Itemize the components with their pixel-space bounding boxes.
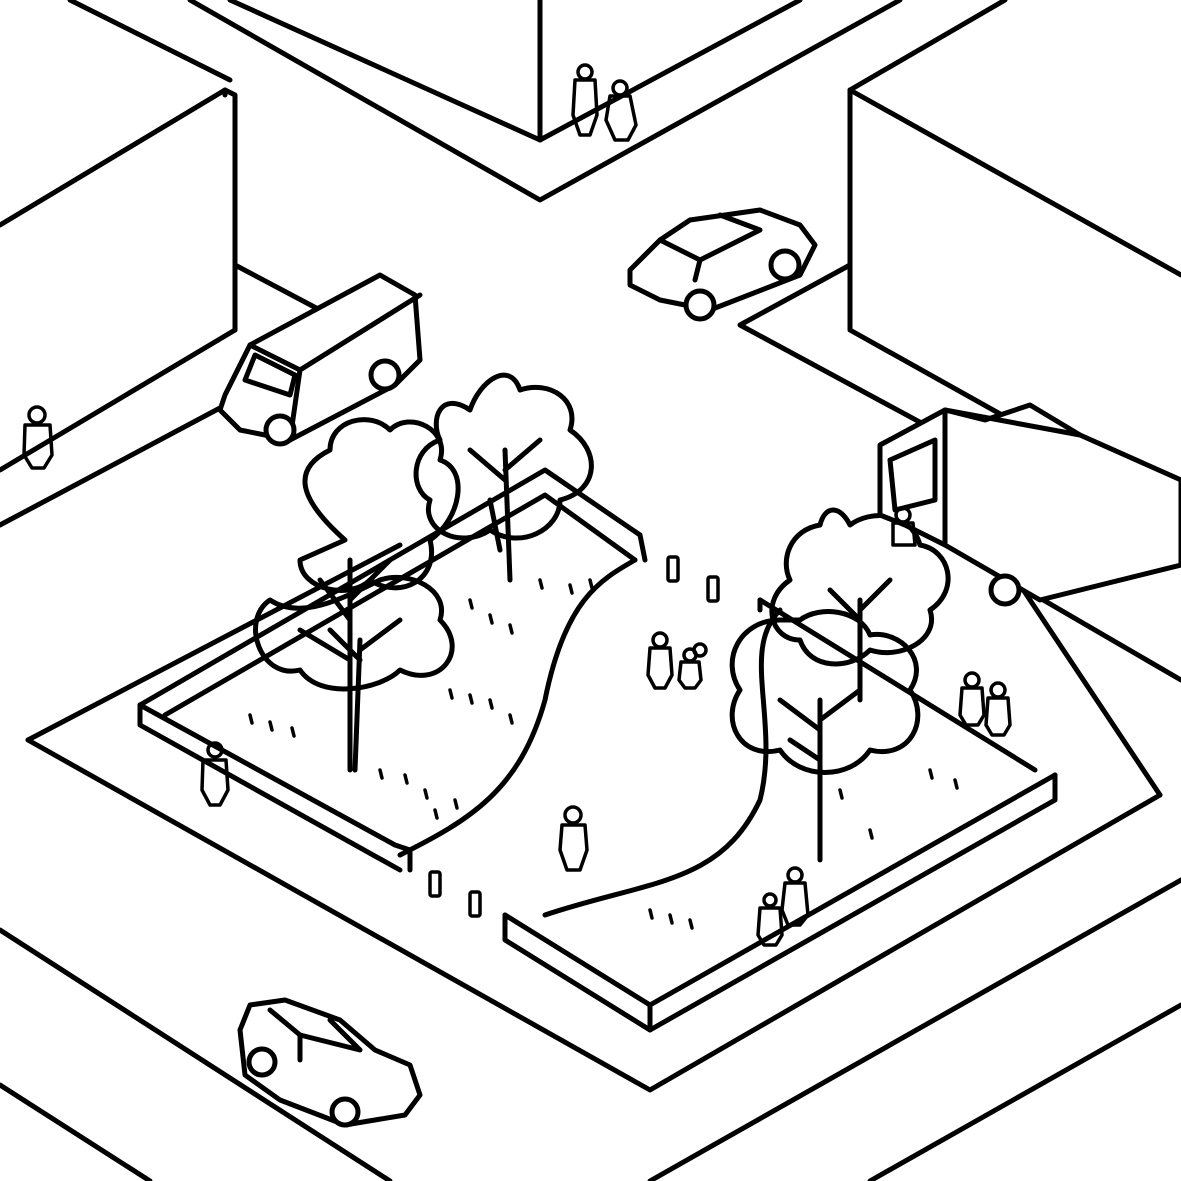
footpath <box>397 557 783 918</box>
pedestrian <box>780 866 810 927</box>
truck <box>877 402 1181 607</box>
tree <box>729 609 921 863</box>
bollards <box>428 555 720 918</box>
raised-planter-right <box>502 597 1058 1033</box>
pedestrian <box>756 892 784 947</box>
pedestrian <box>200 741 230 807</box>
tree <box>253 574 455 773</box>
building-north <box>67 0 903 203</box>
tree <box>413 372 594 583</box>
pedestrian <box>891 506 917 547</box>
pedestrian <box>646 631 674 690</box>
pedestrian <box>571 63 599 137</box>
van <box>217 272 423 447</box>
building-west <box>0 87 323 473</box>
car <box>237 997 423 1128</box>
pedestrian <box>692 642 708 658</box>
grass-tufts <box>248 578 959 930</box>
pedestrian <box>958 671 986 727</box>
raised-planter-left <box>137 467 648 873</box>
street-edges <box>0 397 1181 1181</box>
tree <box>769 507 951 703</box>
pedestrian <box>558 805 589 872</box>
car <box>627 207 818 322</box>
pedestrian <box>984 681 1012 737</box>
pedestrian <box>22 405 54 470</box>
pedestrian <box>604 79 638 142</box>
